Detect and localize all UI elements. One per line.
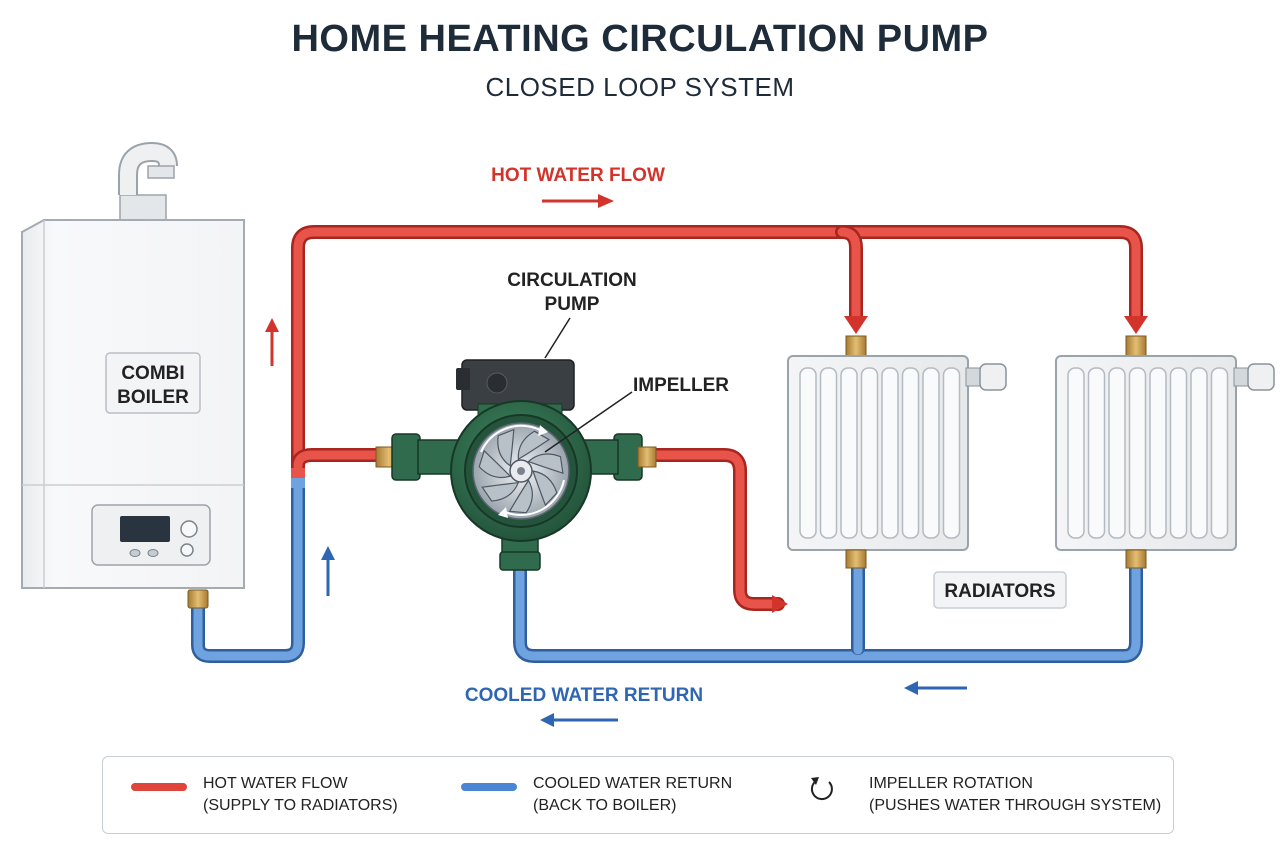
impeller-blade: [517, 430, 551, 461]
hot-water-flow-label: HOT WATER FLOW: [491, 165, 665, 186]
cooled-water-return-label: COOLED WATER RETURN: [465, 685, 703, 706]
heating-diagram: HOT WATER FLOW COOLED WATER RETURN CIRCU…: [21, 141, 1275, 727]
cool-return-pipes: [191, 471, 1143, 663]
radiator-fin: [840, 367, 858, 539]
radiators-label-box: [933, 571, 1067, 609]
radiator-1: [787, 335, 1007, 569]
boiler-display: [120, 516, 170, 542]
radiator-fin: [1087, 367, 1106, 539]
diagram-title: HOME HEATING CIRCULATION PUMP: [291, 18, 989, 60]
radiator-fin: [881, 367, 899, 539]
thermostatic-valve-icon: [979, 363, 1007, 391]
radiator-2: [1055, 335, 1275, 569]
radiator-fin: [819, 367, 838, 539]
radiators-label: RADIATORS: [944, 581, 1055, 602]
boiler-knob-icon: [180, 520, 198, 538]
radiator-inlet-arrows: [844, 316, 1148, 334]
legend-cool-line1: COOLED WATER RETURN: [533, 775, 733, 792]
rotation-arc: [480, 424, 541, 453]
radiator-fin: [922, 367, 940, 539]
hot-flow-pipes: [291, 225, 1143, 611]
radiator-fin: [1190, 367, 1208, 539]
impeller-blade: [527, 453, 564, 475]
combi-boiler: [21, 141, 245, 609]
radiator-fin: [799, 367, 817, 539]
circulation-pump: [375, 317, 657, 571]
impeller-blade: [532, 470, 558, 507]
legend-hot-line2: (SUPPLY TO RADIATORS): [203, 797, 398, 814]
flow-arrows: [265, 194, 967, 727]
cool-line-swatch: [461, 783, 517, 791]
legend-cool-line2: (BACK TO BOILER): [533, 797, 677, 814]
thermostatic-valve-icon: [1247, 363, 1275, 391]
radiator-fin: [901, 367, 920, 539]
impeller-blade: [508, 479, 533, 514]
outlet-arrow-head: [772, 595, 788, 613]
hot-line-swatch: [131, 783, 187, 791]
impeller-blade: [497, 428, 515, 467]
impeller-blade: [481, 481, 520, 502]
legend-hot-line1: HOT WATER FLOW: [203, 775, 348, 792]
boiler-label-line1: COMBI: [121, 363, 184, 384]
radiator-fin: [942, 367, 961, 539]
boiler-label-panel: [105, 352, 201, 414]
radiator-fin: [1108, 367, 1126, 539]
impeller-label: IMPELLER: [633, 375, 729, 396]
boiler-label-line2: BOILER: [117, 387, 189, 408]
legend-rotation-line2: (PUSHES WATER THROUGH SYSTEM): [869, 797, 1162, 814]
radiator-fin: [860, 367, 879, 539]
radiator-fin: [1169, 367, 1188, 539]
radiator-fin: [1210, 367, 1229, 539]
legend-rotation-line1: IMPELLER ROTATION: [869, 775, 1033, 792]
legend: HOT WATER FLOW (SUPPLY TO RADIATORS) COO…: [102, 756, 1174, 834]
rotation-arrow-icon: [810, 777, 833, 801]
impeller-blade: [478, 449, 512, 479]
radiator-fin: [1128, 367, 1147, 539]
pump-label-line2: PUMP: [545, 294, 600, 315]
radiator-fin: [1149, 367, 1167, 539]
diagram-subtitle: CLOSED LOOP SYSTEM: [485, 72, 795, 102]
radiator-fin: [1067, 367, 1085, 539]
pump-label-line1: CIRCULATION: [507, 270, 636, 291]
